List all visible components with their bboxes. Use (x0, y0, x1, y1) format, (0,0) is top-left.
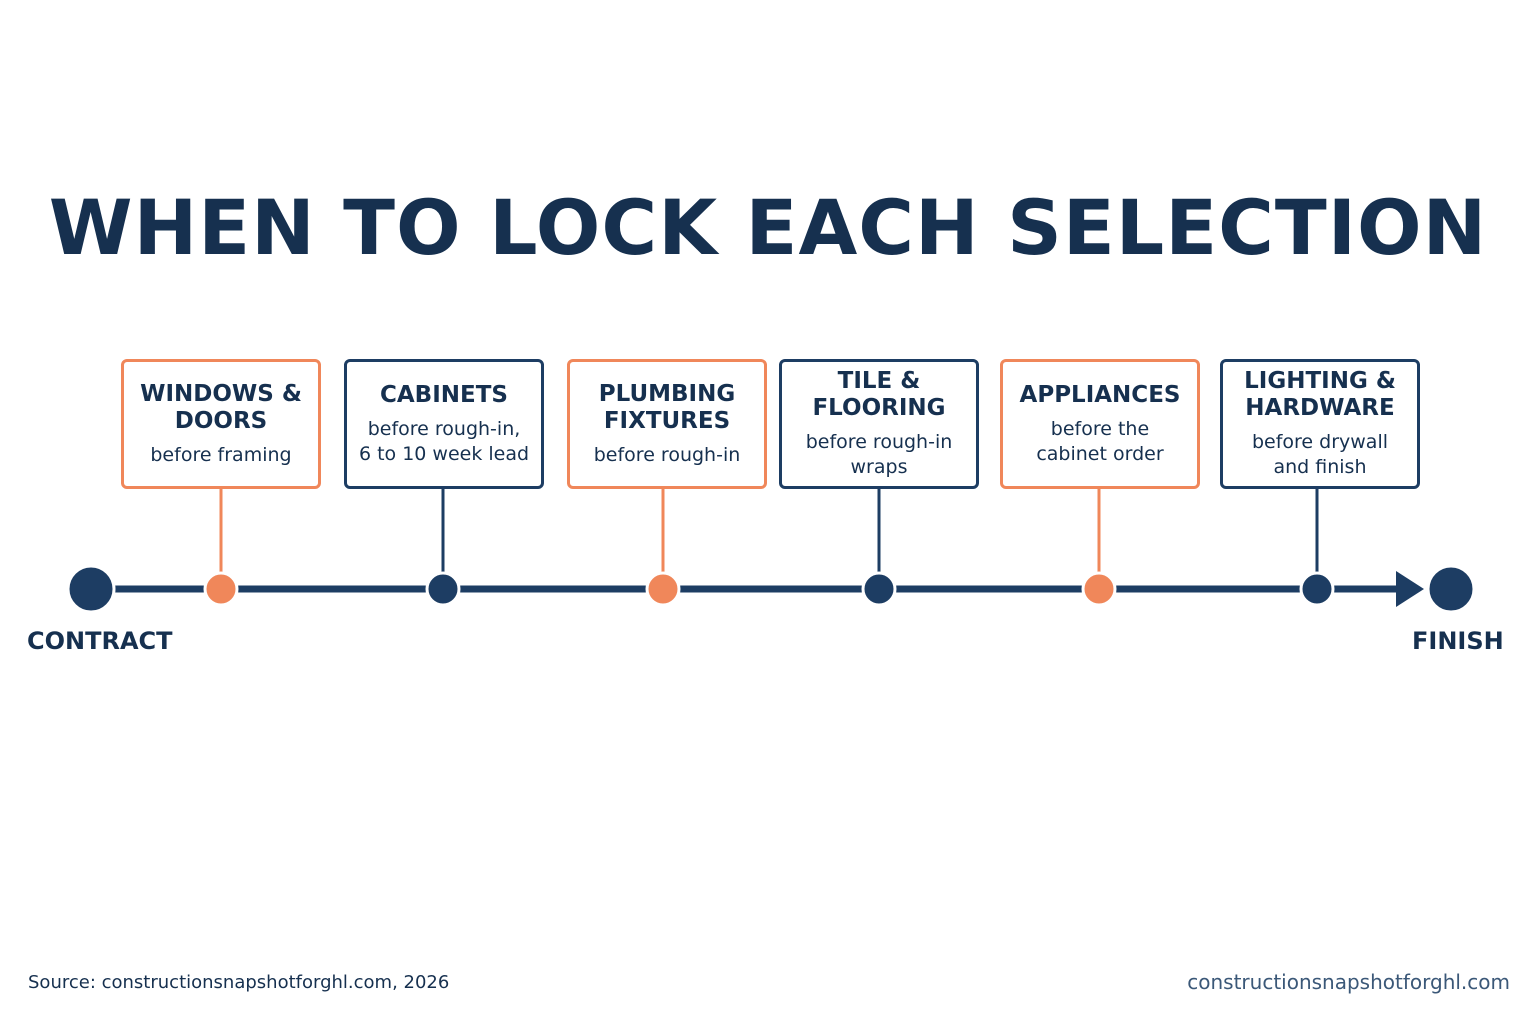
milestone-title: APPLIANCES (1019, 381, 1181, 408)
source-note: Source: constructionsnapshotforghl.com, … (28, 972, 450, 993)
milestone-desc: before framing (150, 443, 292, 466)
milestone-title: CABINETS (380, 381, 508, 408)
timeline-arrowhead (1396, 571, 1424, 607)
milestone-card: PLUMBING FIXTURES before rough-in (567, 359, 767, 489)
end-node (1426, 564, 1476, 614)
milestone-desc: before drywall and finish (1251, 431, 1389, 478)
page-title: WHEN TO LOCK EACH SELECTION (48, 183, 1488, 272)
milestone-card: LIGHTING & HARDWARE before drywall and fi… (1220, 359, 1420, 489)
milestone-title: PLUMBING FIXTURES (598, 380, 736, 434)
milestone-desc: before the cabinet order (1036, 417, 1164, 465)
milestone-marker (425, 571, 461, 607)
start-node (66, 564, 116, 614)
milestone-marker (1299, 571, 1335, 607)
milestone-desc: before rough-in (593, 443, 741, 466)
milestone-title: TILE & FLOORING (812, 368, 946, 421)
site-link: constructionsnapshotforghl.com (1187, 970, 1510, 994)
milestone-card: TILE & FLOORING before rough-in wraps (779, 359, 979, 489)
milestone-marker (1081, 571, 1117, 607)
milestone-card: WINDOWS & DOORS before framing (121, 359, 321, 489)
end-label: FINISH (1412, 627, 1504, 655)
milestone-desc: before rough-in, 6 to 10 week lead (358, 417, 530, 465)
milestone-marker (203, 571, 239, 607)
milestone-desc: before rough-in wraps (805, 431, 953, 478)
milestone-marker (645, 571, 681, 607)
milestone-marker (861, 571, 897, 607)
milestone-card: APPLIANCES before the cabinet order (1000, 359, 1200, 489)
milestone-card: CABINETS before rough-in, 6 to 10 week le… (344, 359, 544, 489)
milestone-title: WINDOWS & DOORS (140, 380, 302, 434)
milestone-title: LIGHTING & HARDWARE (1244, 368, 1396, 421)
start-label: CONTRACT (27, 627, 173, 655)
